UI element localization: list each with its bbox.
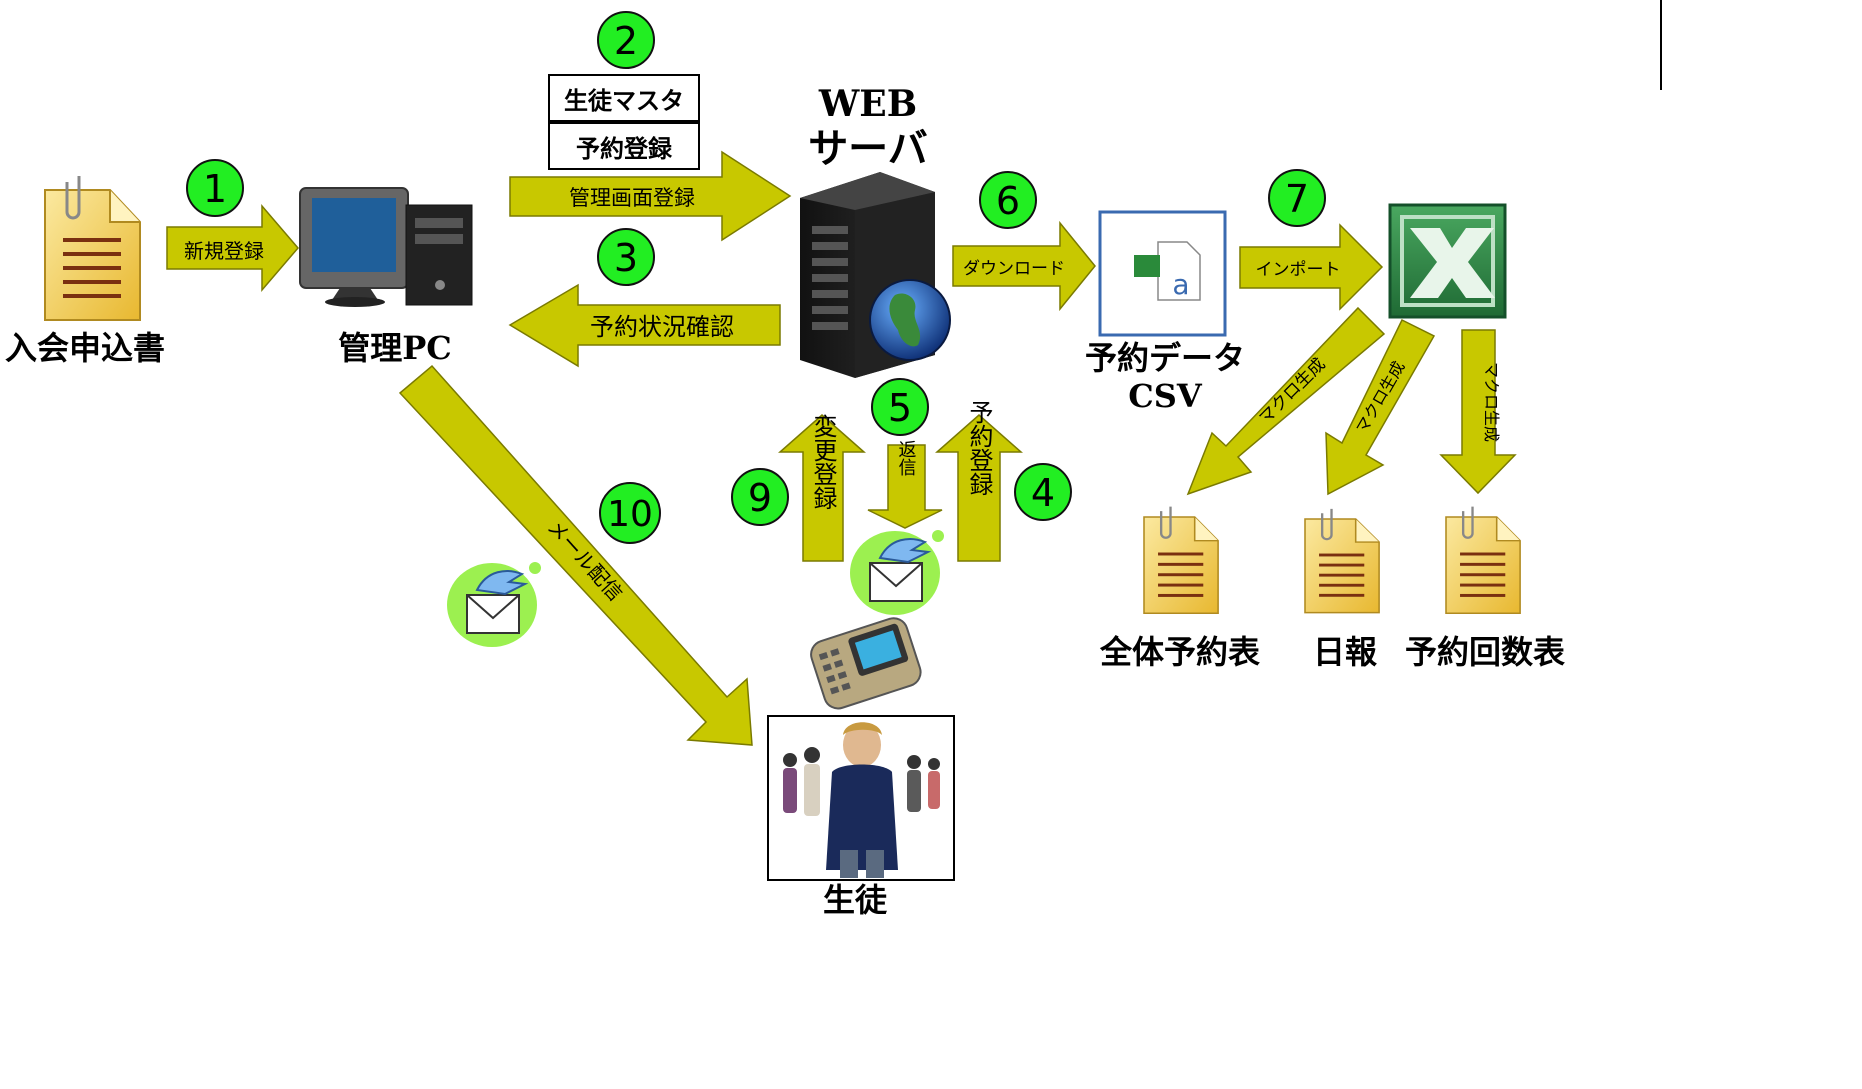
label-macro-3: マクロ生成 bbox=[1482, 362, 1501, 442]
svg-text:7: 7 bbox=[1285, 177, 1309, 221]
step-2: 2 bbox=[597, 11, 655, 69]
label-change-register: 変更登録 bbox=[809, 414, 837, 510]
label-admin-screen: 管理画面登録 bbox=[569, 186, 695, 210]
students-photo bbox=[767, 715, 955, 881]
svg-text:9: 9 bbox=[748, 476, 772, 520]
step-3: 3 bbox=[597, 228, 655, 286]
label-status-check: 予約状況確認 bbox=[590, 313, 734, 341]
step-5: 5 bbox=[871, 378, 929, 436]
arrow-macro-1 bbox=[1186, 306, 1386, 496]
svg-text:6: 6 bbox=[996, 179, 1020, 223]
label-new-register: 新規登録 bbox=[184, 239, 264, 263]
mail-icon-reply bbox=[849, 529, 945, 616]
arrow-admin-screen bbox=[509, 150, 792, 242]
label-download: ダウンロード bbox=[963, 259, 1065, 279]
step-1: 1 bbox=[186, 159, 244, 217]
computer-icon bbox=[299, 187, 473, 307]
arrow-macro-3 bbox=[1439, 329, 1517, 495]
svg-text:3: 3 bbox=[614, 236, 638, 280]
arrow-download bbox=[952, 220, 1096, 312]
step-6: 6 bbox=[979, 171, 1037, 229]
document-icon-application bbox=[43, 174, 142, 322]
web-server-title-1: WEB bbox=[818, 83, 917, 125]
svg-text:10: 10 bbox=[607, 494, 653, 535]
arrow-status-check bbox=[508, 283, 781, 368]
svg-text:2: 2 bbox=[614, 19, 638, 63]
node-overall-table: 全体予約表 bbox=[1099, 633, 1260, 671]
node-daily-report: 日報 bbox=[1312, 633, 1377, 671]
csv-file-icon: a bbox=[1098, 210, 1227, 337]
step-4: 4 bbox=[1014, 463, 1072, 521]
mobile-phone-icon bbox=[810, 617, 922, 710]
arrow-import bbox=[1239, 223, 1384, 311]
node-application-form: 入会申込書 bbox=[4, 329, 165, 367]
label-reservation-up: 予約登録 bbox=[965, 400, 993, 496]
svg-text:a: a bbox=[1172, 268, 1189, 301]
node-admin-pc: 管理PC bbox=[338, 329, 452, 367]
node-count-table: 予約回数表 bbox=[1404, 633, 1565, 671]
label-macro-1: マクロ生成 bbox=[1255, 354, 1329, 428]
svg-text:4: 4 bbox=[1031, 471, 1055, 515]
web-server-title-2: サーバ bbox=[808, 126, 928, 172]
document-icon-count bbox=[1444, 505, 1522, 615]
node-reservation-csv-1: 予約データ bbox=[1084, 339, 1245, 377]
arrow-macro-2 bbox=[1325, 318, 1436, 496]
excel-icon bbox=[1388, 203, 1507, 319]
reservation-register-box: 予約登録 bbox=[548, 122, 700, 170]
arrow-reply bbox=[867, 444, 943, 529]
node-reservation-csv-2: CSV bbox=[1128, 377, 1202, 415]
arrow-reservation-up bbox=[935, 414, 1023, 562]
label-reply: 返信 bbox=[896, 440, 917, 476]
student-master-box: 生徒マスタ bbox=[548, 74, 700, 122]
document-icon-daily bbox=[1303, 507, 1381, 614]
node-students: 生徒 bbox=[822, 881, 887, 919]
step-7: 7 bbox=[1268, 169, 1326, 227]
divider-line bbox=[1660, 0, 1662, 90]
label-import: インポート bbox=[1256, 260, 1341, 280]
arrow-new-register bbox=[166, 203, 299, 293]
mail-icon-delivery bbox=[446, 561, 542, 648]
step-10: 10 bbox=[599, 482, 661, 544]
svg-text:5: 5 bbox=[888, 386, 912, 430]
svg-text:1: 1 bbox=[203, 167, 227, 211]
arrow-change-register bbox=[778, 414, 866, 562]
document-icon-overall bbox=[1142, 505, 1220, 615]
server-icon bbox=[800, 172, 951, 378]
arrow-mail-delivery bbox=[398, 364, 753, 746]
step-9: 9 bbox=[731, 468, 789, 526]
